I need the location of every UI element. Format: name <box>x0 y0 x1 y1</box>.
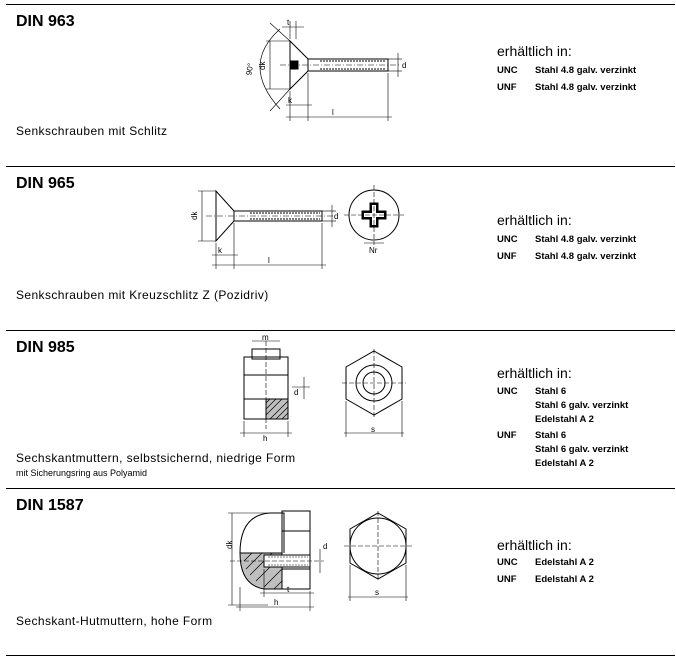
material: Stahl 4.8 galv. verzinkt <box>535 82 637 93</box>
product-description: Senkschrauben mit Kreuzschlitz Z (Pozidr… <box>16 288 269 302</box>
thread-type: UNF <box>497 251 517 262</box>
material: Stahl 4.8 galv. verzinkt <box>535 65 637 76</box>
din-965-top-drawing: Nr <box>344 185 404 255</box>
section-din-1587: DIN 1587 <box>0 489 676 655</box>
bottom-rule <box>6 655 675 656</box>
availability-label: erhältlich in: <box>497 43 572 59</box>
section-din-985: DIN 985 m d h <box>0 331 676 488</box>
din-1587-side-drawing: dk d t h <box>225 510 327 611</box>
availability-row-unf: UNF Stahl 4.8 galv. verzinkt <box>497 81 636 95</box>
availability-row-unc: UNC Stahl 4.8 galv. verzinkt <box>497 64 636 78</box>
label-dk: dk <box>225 540 234 549</box>
material: Edelstahl A 2 <box>535 574 594 585</box>
material: Stahl 6 <box>535 386 567 397</box>
availability-label: erhältlich in: <box>497 212 572 228</box>
label-dk: dk <box>258 61 267 70</box>
availability-row-unf: UNF Edelstahl A 2 <box>497 573 594 587</box>
label-s: s <box>371 425 375 434</box>
thread-type: UNC <box>497 65 518 76</box>
din-1587-top-drawing: s <box>344 511 412 601</box>
din-965-side-drawing: dk d k l <box>190 189 338 269</box>
availability-label: erhältlich in: <box>497 537 572 553</box>
product-title: DIN 985 <box>16 339 75 356</box>
label-d: d <box>402 61 406 70</box>
label-angle: 90° <box>244 62 255 75</box>
label-l: l <box>268 256 270 265</box>
section-divider <box>6 166 675 167</box>
thread-type: UNF <box>497 430 517 441</box>
material: Stahl 4.8 galv. verzinkt <box>535 251 637 262</box>
product-title: DIN 965 <box>16 175 75 192</box>
material: Stahl 4.8 galv. verzinkt <box>535 234 637 245</box>
section-din-963: DIN 963 <box>0 5 676 166</box>
availability-row-unc: UNC Stahl 6 Stahl 6 galv. verzinkt Edels… <box>497 385 628 427</box>
product-note: mit Sicherungsring aus Polyamid <box>16 468 148 478</box>
label-k: k <box>288 96 293 105</box>
label-h: h <box>274 598 278 607</box>
din-985-side-drawing: m d h <box>240 333 310 443</box>
label-s: s <box>375 588 379 597</box>
availability-label: erhältlich in: <box>497 365 572 381</box>
availability-row-unc: UNC Stahl 4.8 galv. verzinkt <box>497 233 636 247</box>
label-t: t <box>287 585 290 594</box>
din-963-drawing: t 90° dk d k l <box>244 18 406 121</box>
availability-row-unf: UNF Stahl 4.8 galv. verzinkt <box>497 250 636 264</box>
thread-type: UNC <box>497 386 518 397</box>
availability-row-unc: UNC Edelstahl A 2 <box>497 556 594 570</box>
thread-type: UNF <box>497 574 517 585</box>
availability-list: UNC Stahl 4.8 galv. verzinkt UNF Stahl 4… <box>497 233 636 264</box>
section-divider <box>6 330 675 331</box>
material: Edelstahl A 2 <box>535 458 594 469</box>
label-d: d <box>294 388 298 397</box>
label-dk: dk <box>190 211 199 220</box>
label-d: d <box>323 542 327 551</box>
product-description: Senkschrauben mit Schlitz <box>16 124 168 138</box>
label-l: l <box>332 108 334 117</box>
label-nr: Nr <box>369 246 378 255</box>
availability-row-unf: UNF Stahl 6 Stahl 6 galv. verzinkt Edels… <box>497 429 628 471</box>
thread-type: UNC <box>497 557 518 568</box>
material: Stahl 6 galv. verzinkt <box>535 400 629 411</box>
label-k: k <box>218 246 223 255</box>
section-din-965: DIN 965 dk d k l <box>0 167 676 330</box>
availability-list: UNC Stahl 4.8 galv. verzinkt UNF Stahl 4… <box>497 64 636 95</box>
label-m: m <box>262 333 269 342</box>
product-title: DIN 963 <box>16 13 75 30</box>
material: Stahl 6 galv. verzinkt <box>535 444 629 455</box>
product-title: DIN 1587 <box>16 497 84 514</box>
availability-list: UNC Stahl 6 Stahl 6 galv. verzinkt Edels… <box>497 385 628 471</box>
label-t: t <box>287 18 290 27</box>
thread-type: UNC <box>497 234 518 245</box>
thread-type: UNF <box>497 82 517 93</box>
section-divider <box>6 488 675 489</box>
label-d: d <box>334 212 338 221</box>
material: Edelstahl A 2 <box>535 414 594 425</box>
material: Stahl 6 <box>535 430 567 441</box>
material: Edelstahl A 2 <box>535 557 594 568</box>
din-985-top-drawing: s <box>342 349 406 437</box>
top-rule <box>6 4 675 5</box>
product-description: Sechskantmuttern, selbstsichernd, niedri… <box>16 451 296 465</box>
product-description: Sechskant-Hutmuttern, hohe Form <box>16 614 213 628</box>
label-h: h <box>263 434 267 443</box>
availability-list: UNC Edelstahl A 2 UNF Edelstahl A 2 <box>497 556 594 587</box>
